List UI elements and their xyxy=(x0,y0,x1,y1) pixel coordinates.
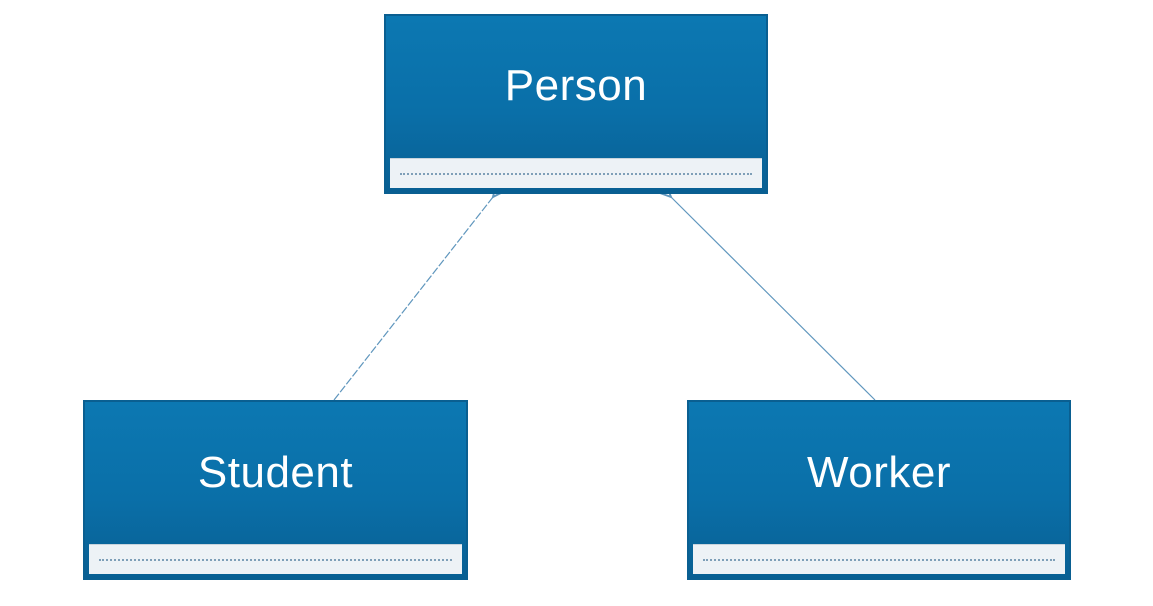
person-class-box: Person xyxy=(384,14,768,194)
worker-to-person-generalization-line xyxy=(671,197,876,401)
student-class-name: Student xyxy=(197,448,354,497)
person-attribute-compartment xyxy=(390,158,762,188)
worker-attribute-compartment xyxy=(693,544,1065,574)
worker-class-name: Worker xyxy=(807,448,951,497)
person-class-name: Person xyxy=(504,61,648,110)
student-attribute-compartment xyxy=(89,544,462,574)
worker-class-box: Worker xyxy=(687,400,1071,580)
student-class-box: Student xyxy=(83,400,468,580)
student-to-person-generalization-line xyxy=(333,197,493,401)
